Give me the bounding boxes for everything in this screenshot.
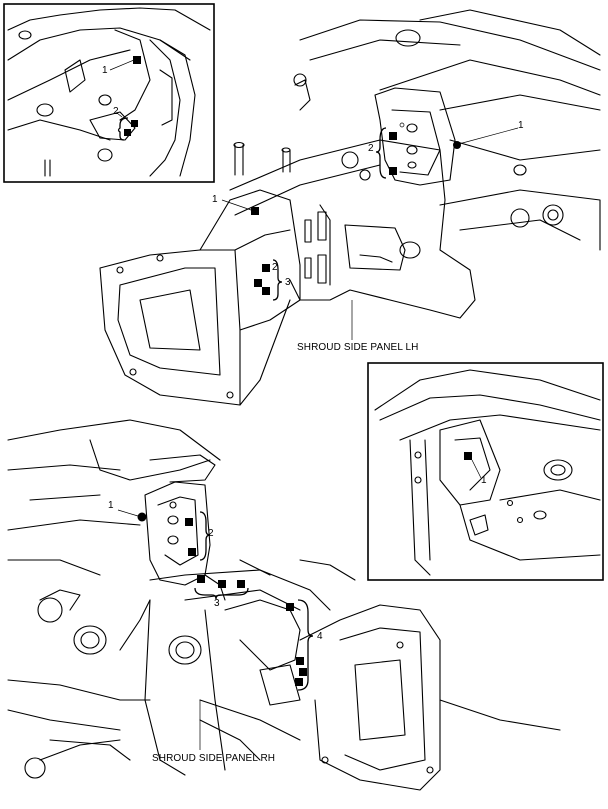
callout-lh-2-lower: 2 [272, 262, 278, 273]
callout-rh-2: 2 [208, 528, 214, 539]
label-shroud-side-panel-rh: SHROUD SIDE PANEL RH [152, 753, 276, 764]
callout-lh-2: 2 [368, 143, 374, 154]
inset-top-left [3, 3, 215, 183]
callout-lh-1-left: 1 [212, 194, 218, 205]
callout-rh-4: 4 [317, 631, 323, 642]
callout-inset-tl-2: 2 [113, 106, 119, 117]
lh-assembly-view [99, 9, 601, 406]
callout-inset-tl-1: 1 [102, 65, 108, 76]
rh-assembly-view [7, 419, 561, 791]
callout-inset-r-1: 1 [481, 475, 487, 486]
callout-lh-1-right: 1 [518, 120, 524, 131]
inset-right [367, 362, 604, 581]
rh-spot-welds [117, 509, 314, 750]
callout-rh-3: 3 [214, 598, 220, 609]
callout-lh-3: 3 [285, 277, 291, 288]
callout-rh-1: 1 [108, 500, 114, 511]
label-shroud-side-panel-lh: SHROUD SIDE PANEL LH [297, 342, 419, 353]
lh-spot-welds [221, 127, 519, 340]
